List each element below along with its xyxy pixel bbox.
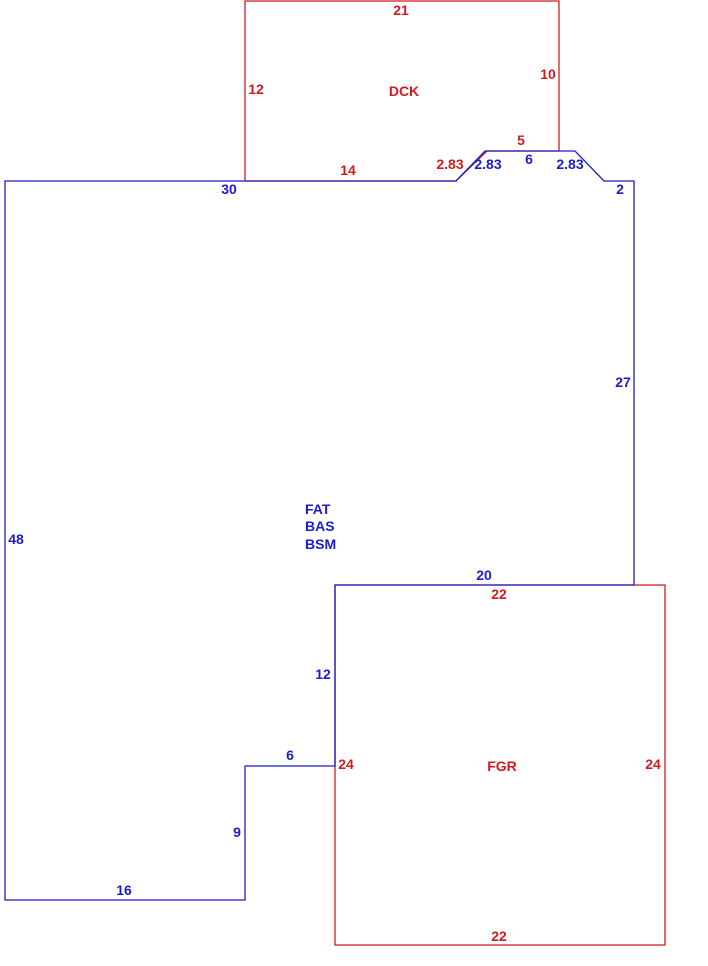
main-dim-bevel-left: 2.83: [474, 156, 501, 172]
garage-dim-left: 24: [338, 756, 354, 772]
main-dim-notch-side: 9: [233, 824, 241, 840]
main-dim-notch-top: 6: [286, 747, 294, 763]
garage-dim-right: 24: [645, 756, 661, 772]
main-dim-right-small: 2: [616, 181, 624, 197]
main-dim-bump-top: 6: [525, 151, 533, 167]
deck-dim-right: 10: [540, 66, 556, 82]
main-building-outline: [4, 150, 635, 901]
main-dim-garage-top: 20: [476, 567, 492, 583]
main-dim-bevel-right: 2.83: [556, 156, 583, 172]
main-dim-right: 27: [615, 374, 631, 390]
garage-dim-bottom: 22: [491, 928, 507, 944]
garage-dim-top: 22: [491, 586, 507, 602]
main-code-label-3: BSM: [305, 536, 336, 552]
deck-dim-bottom: 14: [340, 162, 356, 178]
garage-code-label: FGR: [487, 758, 517, 774]
deck-dim-bevel: 2.83: [436, 156, 463, 172]
main-dim-left: 48: [8, 531, 24, 547]
deck-dim-left: 12: [248, 81, 264, 97]
deck-code-label: DCK: [389, 83, 419, 99]
deck-dim-top: 21: [393, 2, 409, 18]
main-dim-top-left: 30: [221, 181, 237, 197]
deck-dim-bump: 5: [517, 132, 525, 148]
main-code-label-1: FAT: [305, 501, 331, 517]
main-dim-bottom: 16: [116, 882, 132, 898]
main-dim-garage-side: 12: [315, 666, 331, 682]
main-code-label-2: BAS: [305, 518, 335, 534]
